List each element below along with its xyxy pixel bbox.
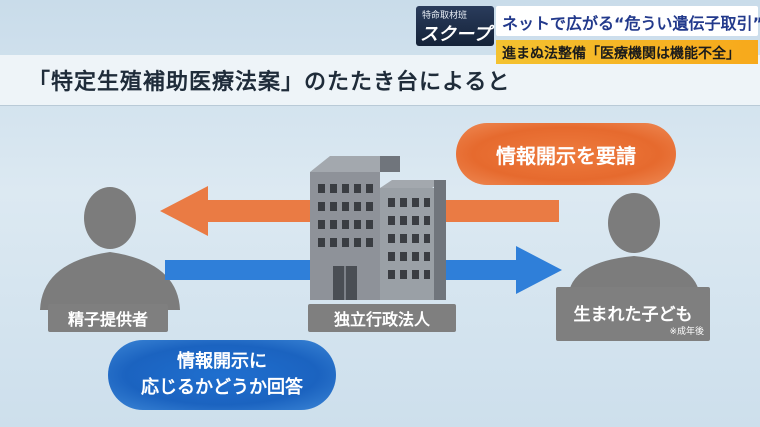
child-label: 生まれた子ども ※成年後 [556, 287, 710, 341]
donor-person-icon [40, 187, 180, 310]
donor-label-text: 精子提供者 [67, 310, 148, 329]
page-title: 「特定生殖補助医療法案」のたたき台によると [28, 70, 511, 95]
ticker-subheadline-text: 進まぬ法整備「医療機関は機能不全」 [502, 46, 740, 62]
child-label-note: ※成年後 [669, 327, 704, 337]
news-ticker: 特命取材班 スクープ ネットで広がる“危うい遺伝子取引” 進まぬ法整備「医療機関… [416, 0, 760, 66]
request-bubble: 情報開示を要請 [456, 123, 676, 185]
child-person-icon [568, 193, 700, 298]
answer-bubble: 情報開示に 応じるかどうか回答 [108, 340, 336, 410]
answer-bubble-line2: 応じるかどうか回答 [141, 377, 303, 398]
ticker-subheadline: 進まぬ法整備「医療機関は機能不全」 [496, 40, 758, 64]
scoop-logo-big: スクープ [420, 24, 491, 45]
donor-label: 精子提供者 [48, 304, 168, 332]
scoop-logo: 特命取材班 スクープ [416, 6, 494, 46]
ticker-headline-text: ネットで広がる“危うい遺伝子取引” [502, 14, 760, 33]
corporation-label-text: 独立行政法人 [333, 310, 430, 329]
building-icon [310, 156, 446, 300]
answer-bubble-line1: 情報開示に [177, 351, 267, 372]
request-bubble-text: 情報開示を要請 [496, 143, 636, 168]
ticker-headline: ネットで広がる“危うい遺伝子取引” [496, 6, 760, 36]
scoop-logo-small: 特命取材班 [422, 11, 468, 21]
corporation-label: 独立行政法人 [308, 304, 456, 332]
child-label-text: 生まれた子ども [573, 304, 693, 325]
